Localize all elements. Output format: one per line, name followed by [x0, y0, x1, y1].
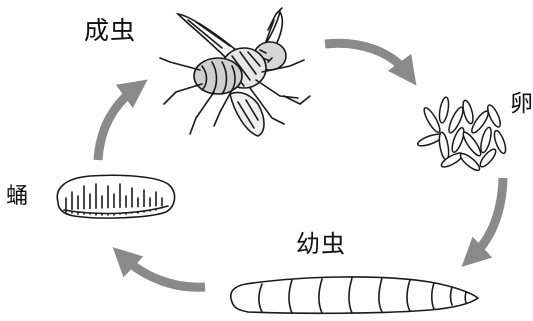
- pupa-drawing: [57, 175, 174, 218]
- label-pupa: 蛹: [6, 186, 28, 208]
- arrow-adult-to-egg: [325, 43, 408, 74]
- arrow-pupa-to-adult: [98, 88, 136, 160]
- larva-drawing: [231, 277, 478, 313]
- label-egg: 卵: [510, 93, 533, 116]
- adult-fly-drawing: [160, 8, 310, 136]
- label-adult: 成虫: [84, 18, 136, 43]
- arrow-egg-to-larva: [472, 178, 503, 257]
- label-larva: 幼虫: [296, 232, 346, 256]
- eggs-drawing: [416, 97, 507, 173]
- arrow-larva-to-pupa: [123, 257, 205, 287]
